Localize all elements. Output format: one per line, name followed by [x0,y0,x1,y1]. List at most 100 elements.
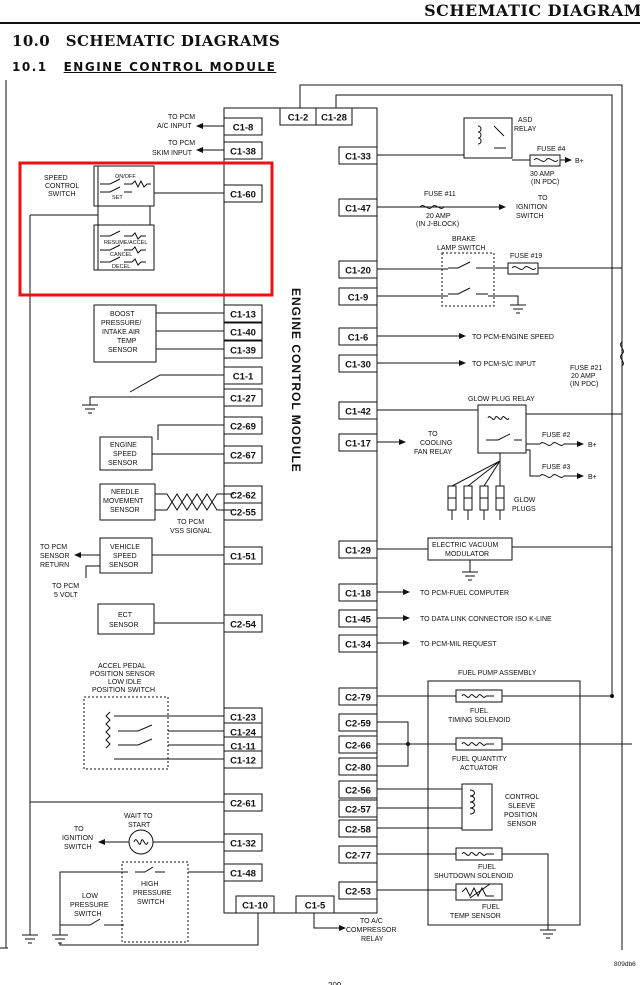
ign-right-line2: IGNITION [516,204,547,211]
engine-speed-box [99,436,153,471]
boost-line3: INTAKE AIR [102,329,140,336]
pin-c1-45-label: C1-45 [345,615,372,626]
subsection-number: 10.1 [12,60,48,74]
brake-switch-contacts [448,261,488,295]
pin-c2-69: C2-69 [223,416,263,435]
to-pcm-sc-label: TO PCM-S/C INPUT [472,361,537,368]
accel-line1: ACCEL PEDAL [98,663,146,670]
vss-sensor-line2: SPEED [113,553,137,560]
ac-line3: RELAY [361,936,384,943]
qty-actuator-box [455,737,503,751]
pin-c1-12-label: C1-12 [230,756,256,767]
arrow-c1-38 [196,147,203,153]
pin-c2-62-label: C2-62 [230,491,256,502]
pin-c1-45: C1-45 [338,609,378,628]
lp-feed [59,871,128,935]
section-number: 10.0 [12,32,51,50]
pin-c2-80: C2-80 [338,757,378,776]
ect-line2: SENSOR [109,622,139,629]
speed-control-line3: SWITCH [48,191,76,198]
pin-c2-59-label: C2-59 [345,719,371,730]
shutdown-coil-icon [461,852,494,856]
sleeve-coil-icon [469,789,475,815]
to-pcm-5v-line1: TO PCM [52,583,79,590]
lps-line1: LOW [82,893,98,900]
pin-c1-48: C1-48 [223,863,263,882]
to-pcm-fc-label: TO PCM-FUEL COMPUTER [420,590,509,597]
pin-c1-60: C1-60 [223,184,263,203]
fuse21-element [620,341,624,367]
pin-c1-30-label: C1-30 [345,360,371,371]
shutdown-line1: FUEL [478,864,496,871]
boost-sensor-box [93,304,157,363]
sleeve-line4: SENSOR [507,821,537,828]
boost-line2: PRESSURE/ [101,320,142,327]
pin-c1-23: C1-23 [223,707,263,726]
sleeve-line2: SLEEVE [508,803,536,810]
sc-top-circuit [100,178,151,193]
section-heading: 10.0 SCHEMATIC DIAGRAMS [12,32,280,50]
vss-sensor-line1: VEHICLE [110,544,140,551]
fuse11-rating-line1: 20 AMP [426,213,451,220]
accel-line3: LOW IDLE [108,679,142,686]
pin-c1-51-label: C1-51 [230,552,257,563]
b-plus-bus [299,84,623,950]
pin-c1-38-label: C1-38 [230,147,256,158]
sc-on-off-label: ON/OFF [115,174,136,180]
pin-c2-57: C2-57 [338,799,378,818]
shutdown-feed [502,853,549,930]
arrow-bplus-2 [577,441,584,447]
fuse11-rating-line2: (IN J-BLOCK) [416,221,459,228]
sleeve-line3: POSITION [504,812,537,819]
pin-c1-47-label: C1-47 [345,204,371,215]
pin-c1-42-label: C1-42 [345,407,371,418]
boost-line4: TEMP [117,338,137,345]
engine-speed-line3: SENSOR [108,460,138,467]
relay-to-fuse3 [526,449,540,477]
hps-line2: PRESSURE [133,890,172,897]
sleeve-sensor-box [461,783,493,831]
hps-line1: HIGH [141,881,159,888]
fuse11-element [419,205,445,209]
sc-switch-box-top [93,165,155,207]
pin-c1-10-label: C1-10 [242,901,268,912]
asd-relay-box [463,117,513,159]
pin-c2-53-label: C2-53 [345,887,371,898]
arrow-c1-47 [499,204,506,210]
fuse3-label: FUSE #3 [542,464,571,471]
asd-line1: ASD [518,117,532,124]
pin-c1-39: C1-39 [223,340,263,359]
needle-line2: MOVEMENT [103,498,144,505]
fuse19-label: FUSE #19 [510,253,542,260]
ign-left-line2: IGNITION [62,835,93,842]
pin-c1-1-label: C1-1 [233,372,254,383]
boost-line5: SENSOR [108,347,138,354]
ign-right-line3: SWITCH [516,213,544,220]
arrow-ac [339,925,346,931]
glow-plugs-line2: PLUGS [512,506,536,513]
vss-sensor-line3: SENSOR [109,562,139,569]
high-pressure-switch-box [121,861,189,943]
arrow-lamp-ign [98,839,105,845]
pin-c2-59: C2-59 [338,713,378,732]
accel-pot [105,711,111,749]
wire-c2-69 [157,424,224,440]
speed-control-line2: CONTROL [45,183,79,190]
pin-c1-34: C1-34 [338,634,378,653]
ign-left-line3: SWITCH [64,844,92,851]
pin-c1-39-label: C1-39 [230,346,256,357]
pin-c1-51: C1-51 [223,546,263,565]
evm-line1: ELECTRIC VACUUM [432,542,499,549]
pin-c1-9: C1-9 [338,287,378,306]
hps-line3: SWITCH [137,899,165,906]
ign-right-line1: TO [538,195,548,202]
ref-code: 809db6 [614,961,636,968]
cool-line3: FAN RELAY [414,449,452,456]
fuse2-element [539,442,578,446]
wait-line2: START [128,822,151,829]
timing-line1: FUEL [470,708,488,715]
pin-c1-48-label: C1-48 [230,869,256,880]
sc-cancel-label: CANCEL [110,252,132,258]
fuse3-element [539,474,578,478]
vss-line1: TO PCM [177,519,204,526]
